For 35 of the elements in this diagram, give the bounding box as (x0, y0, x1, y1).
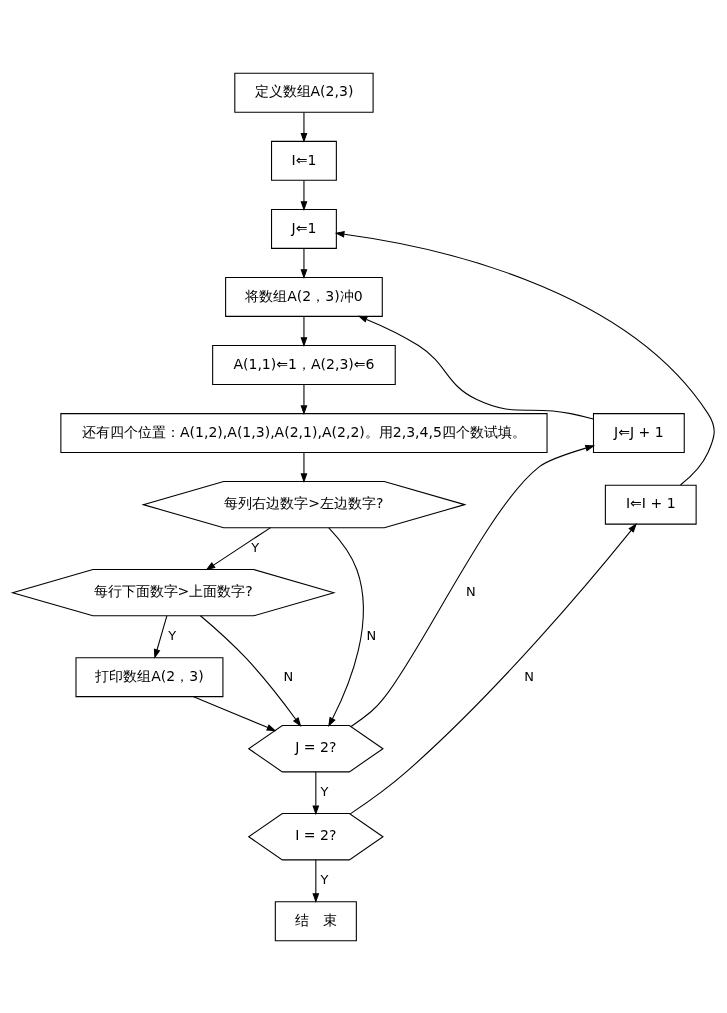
arrow (350, 444, 596, 727)
edge-label: N (366, 627, 377, 643)
edge-label: Y (320, 783, 329, 799)
arrow (312, 858, 320, 903)
edge-label: Y (251, 539, 260, 555)
node-box: 还有四个位置：A(1,2),A(1,3),A(2,1),A(2,2)。用2,3,4,5四个数试填。 (60, 412, 548, 453)
arrow (300, 247, 308, 279)
arrow (300, 179, 308, 211)
arrow (312, 770, 320, 815)
node-box: A(1,1)⇐1，A(2,3)⇐6 (212, 344, 396, 385)
node-box: 结 束 (274, 900, 357, 941)
arrow (349, 522, 637, 814)
arrow (328, 526, 364, 727)
node-box: I⇐I + 1 (604, 484, 697, 525)
edge-label: Y (320, 871, 329, 887)
edge-label: Y (168, 627, 177, 643)
arrow (153, 614, 168, 659)
arrow (205, 526, 272, 570)
node-box: J⇐1 (271, 208, 337, 249)
arrow (193, 695, 277, 731)
node-box: 打印数组A(2，3) (75, 656, 224, 697)
arrow (300, 451, 308, 483)
arrow (199, 614, 302, 727)
arrow (300, 383, 308, 415)
arrow (357, 315, 594, 419)
node-box: I⇐1 (271, 140, 337, 181)
arrow (300, 111, 308, 143)
edge-label: N (524, 668, 535, 683)
node-box: J⇐J + 1 (592, 412, 685, 453)
node-box: 将数组A(2，3)冲0 (225, 276, 383, 317)
arrow (300, 315, 308, 347)
edge-label: N (283, 668, 294, 683)
arrow (334, 230, 715, 486)
node-box: 定义数组A(2,3) (234, 72, 374, 113)
edge-label: N (466, 583, 476, 599)
